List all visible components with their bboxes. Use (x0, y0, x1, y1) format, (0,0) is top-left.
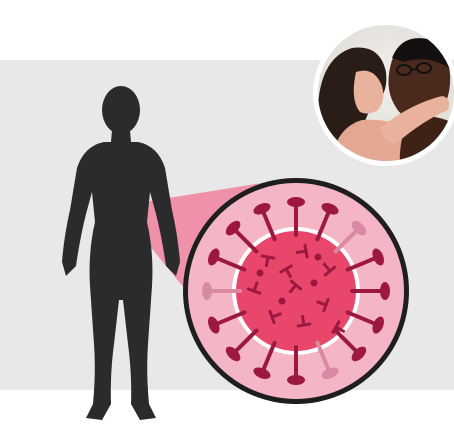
virus-dot (279, 298, 286, 305)
virus-dot (311, 280, 318, 287)
virus-spike-head (380, 282, 390, 300)
virus-spike-head (287, 197, 305, 207)
virus-spike-head (287, 375, 305, 385)
virus-dot (257, 270, 264, 277)
protein-head (305, 245, 307, 257)
virus-spike-head (202, 282, 212, 300)
virus-particle-icon (202, 197, 390, 385)
protein-head (262, 256, 274, 258)
virus-dot (315, 254, 322, 261)
protein-head (298, 324, 310, 326)
